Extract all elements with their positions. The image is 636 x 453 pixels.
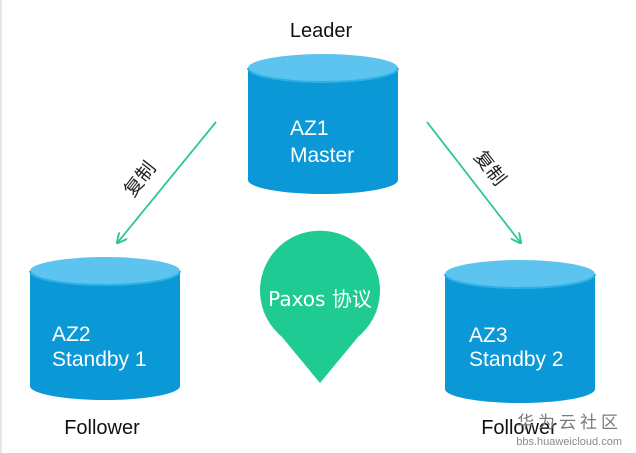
leader-database-icon	[247, 54, 399, 194]
replication-label-left: 复制	[120, 158, 161, 202]
follower-left-status-label: Standby 1	[52, 348, 147, 371]
paxos-pin-shape	[260, 230, 381, 383]
leader-az-label: AZ1	[290, 117, 329, 140]
replication-arrow-left	[118, 121, 217, 242]
leader-role-label: Leader	[290, 20, 353, 42]
follower-left-database-icon	[29, 257, 181, 400]
follower-right-database-icon	[444, 260, 596, 403]
replication-arrow-right	[426, 121, 520, 242]
watermark-url: bbs.huaweicloud.com	[516, 436, 622, 448]
follower-right-az-label: AZ3	[469, 324, 508, 347]
follower-left-az-label: AZ2	[52, 323, 91, 346]
follower-right-role-label: Follower	[481, 417, 557, 439]
paxos-protocol-label: Paxos 协议	[268, 287, 372, 311]
watermark-title: 华为云社区	[517, 413, 622, 433]
follower-left-role-label: Follower	[64, 417, 140, 439]
follower-right-status-label: Standby 2	[469, 348, 564, 371]
leader-status-label: Master	[290, 144, 354, 167]
